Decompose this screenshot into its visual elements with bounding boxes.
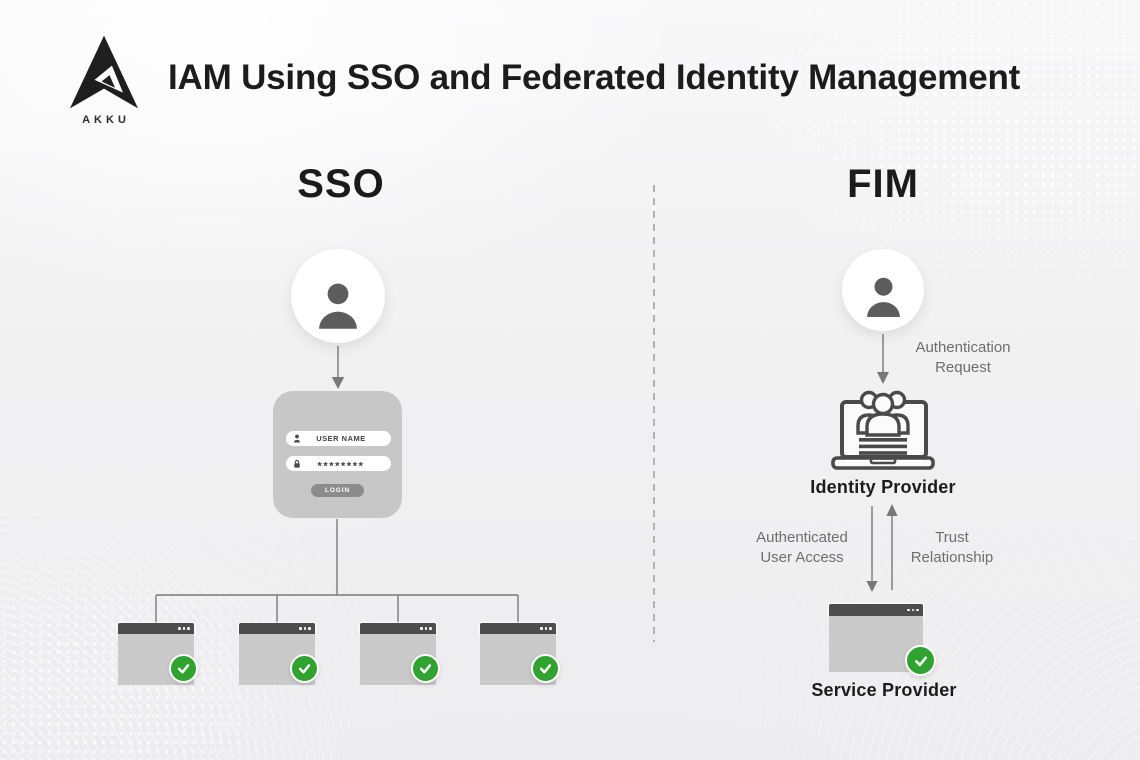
sso-app-window-3 <box>360 623 440 685</box>
titlebar-dot <box>299 627 302 630</box>
password-value: ******** <box>317 460 365 472</box>
person-icon <box>293 434 301 443</box>
titlebar-dot <box>911 608 915 612</box>
titlebar-dot <box>182 627 186 630</box>
titlebar-dot <box>420 627 423 630</box>
titlebar-dot <box>178 627 181 630</box>
brand-name: AKKU <box>82 114 130 126</box>
titlebar-dot <box>187 627 190 630</box>
check-icon <box>411 654 440 683</box>
check-icon <box>531 654 560 683</box>
login-button: LOGIN <box>311 484 364 497</box>
titlebar-dot <box>429 627 432 630</box>
identity-provider-laptop <box>831 388 935 477</box>
sso-app-window-1 <box>118 623 198 685</box>
password-field: ******** <box>286 456 391 472</box>
username-field: USER NAME <box>286 431 391 446</box>
fim-user-avatar <box>842 249 924 331</box>
trust-relationship-label: Trust Relationship <box>910 529 994 566</box>
titlebar-dot <box>424 627 428 630</box>
fim-trust-relationship-arrow <box>886 504 898 590</box>
titlebar-dot <box>540 627 543 630</box>
person-icon <box>866 277 900 318</box>
titlebar-dot <box>303 627 307 630</box>
fim-auth-request-arrow <box>877 334 889 384</box>
titlebar-dot <box>308 627 311 630</box>
laptop-users-icon <box>831 390 935 470</box>
authenticated-user-access-label: Authenticated User Access <box>756 529 848 566</box>
service-provider-window <box>829 604 936 676</box>
fim-section-heading: FIM <box>847 162 919 206</box>
browser-titlebar <box>829 604 923 616</box>
akku-arrowhead-logo-icon <box>69 35 139 109</box>
browser-titlebar <box>360 623 436 634</box>
titlebar-dot <box>916 608 919 612</box>
browser-titlebar <box>480 623 556 634</box>
sso-section-heading: SSO <box>297 162 385 206</box>
brand-logo: AKKU <box>58 34 150 126</box>
sso-tree-connectors <box>155 519 519 623</box>
sso-user-avatar <box>291 249 385 343</box>
titlebar-dot <box>544 627 548 630</box>
titlebar-dot <box>907 608 910 612</box>
username-value: USER NAME <box>316 434 366 443</box>
halftone-dots-top-right <box>760 0 1140 300</box>
identity-provider-label: Identity Provider <box>810 477 956 497</box>
check-icon <box>905 645 936 676</box>
fim-authenticated-access-arrow <box>866 506 878 592</box>
lock-icon <box>293 459 301 469</box>
check-icon <box>169 654 198 683</box>
browser-titlebar <box>118 623 194 634</box>
sso-login-card: USER NAME ******** LOGIN <box>273 391 402 518</box>
sso-app-window-2 <box>239 623 319 685</box>
check-icon <box>290 654 319 683</box>
page-title: IAM Using SSO and Federated Identity Man… <box>168 58 1021 97</box>
sso-user-to-login-arrow <box>331 346 345 389</box>
browser-titlebar <box>239 623 315 634</box>
sso-app-window-4 <box>480 623 560 685</box>
authentication-request-label: Authentication Request <box>915 339 1011 376</box>
titlebar-dot <box>549 627 552 630</box>
person-icon <box>319 283 357 329</box>
service-provider-label: Service Provider <box>811 680 957 700</box>
